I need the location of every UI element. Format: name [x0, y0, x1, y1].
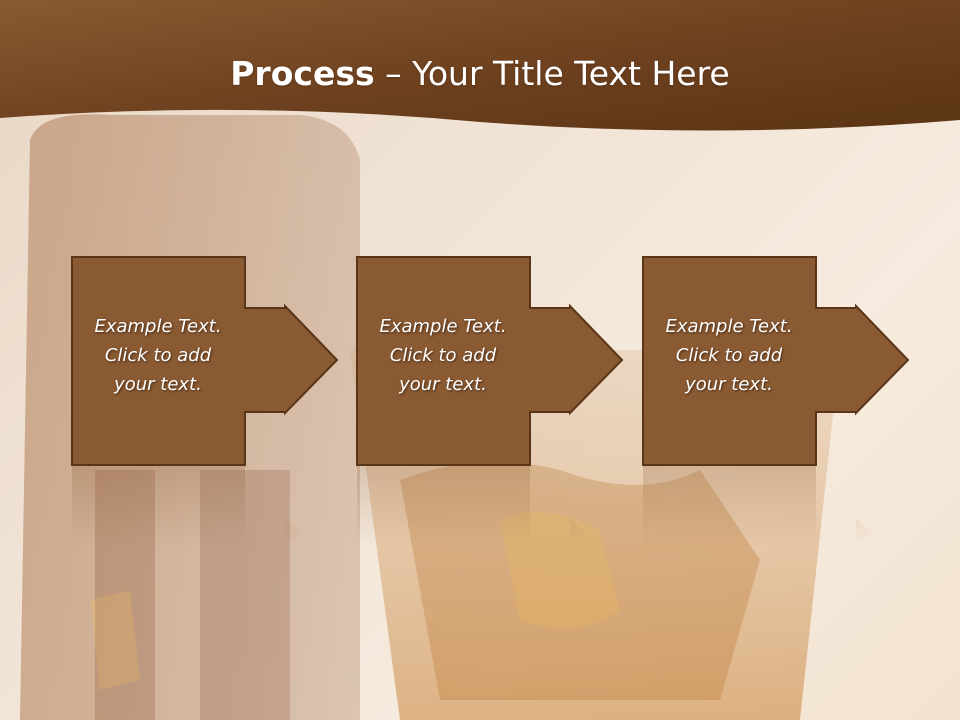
step-text: Example Text. Click to add your text. [356, 312, 530, 399]
slide-title[interactable]: Process – Your Title Text Here [0, 52, 960, 96]
step-text-line: Click to add [104, 345, 212, 366]
step-reflection [72, 466, 301, 546]
step-text-line: Example Text. [379, 316, 507, 337]
step-text-line: Click to add [675, 345, 783, 366]
title-rest: – Your Title Text Here [374, 54, 730, 93]
header-band [0, 0, 960, 131]
step-text-line: your text. [399, 374, 487, 395]
step-text-line: your text. [114, 374, 202, 395]
step-text-line: your text. [685, 374, 773, 395]
step-text-line: Example Text. [94, 316, 222, 337]
step-text-line: Click to add [389, 345, 497, 366]
process-step-3[interactable]: Example Text. Click to add your text. [642, 256, 942, 506]
step-reflection [643, 466, 872, 546]
step-arrow-shape [356, 256, 624, 466]
process-step-1[interactable]: Example Text. Click to add your text. [71, 256, 411, 506]
title-bold: Process [230, 54, 375, 93]
step-reflection [357, 466, 586, 546]
step-text: Example Text. Click to add your text. [642, 312, 816, 399]
step-arrow-shape [71, 256, 339, 466]
step-text-line: Example Text. [665, 316, 793, 337]
process-step-2[interactable]: Example Text. Click to add your text. [356, 256, 696, 506]
step-arrow-shape [642, 256, 910, 466]
step-text: Example Text. Click to add your text. [71, 312, 245, 399]
